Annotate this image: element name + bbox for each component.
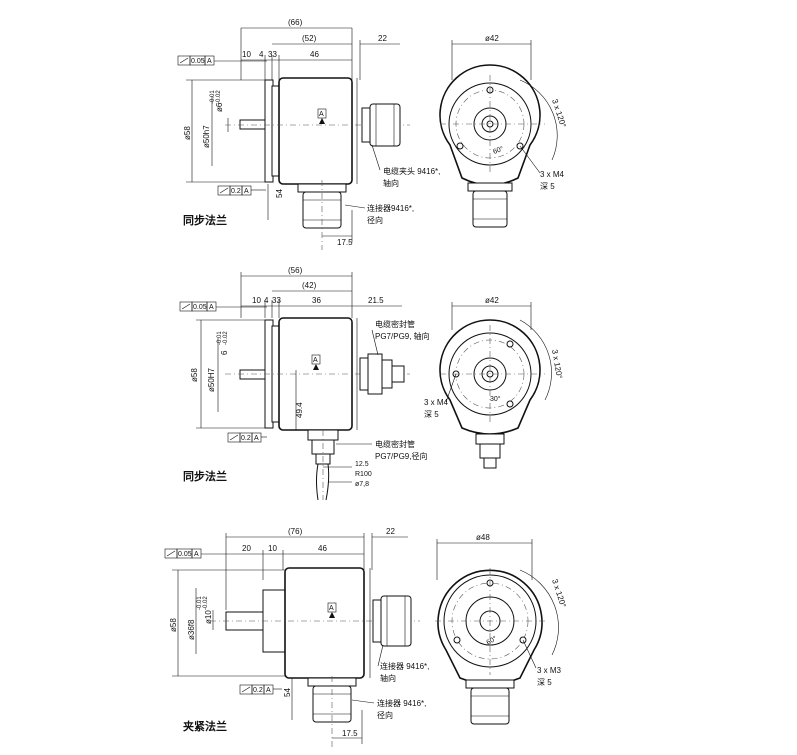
v3-front-angle60: 60° <box>485 634 498 646</box>
svg-text:A: A <box>313 357 318 364</box>
v2-dim-78: ø7,8 <box>355 481 369 488</box>
v1-dim-overall: (66) <box>288 18 303 27</box>
v1-dim-46: 46 <box>310 50 319 59</box>
v1-front-depth: 深 5 <box>540 182 555 191</box>
v1-tol-top: 0.05 A <box>177 55 267 66</box>
svg-text:0.05: 0.05 <box>178 551 192 558</box>
v2-dim-50: ø50H7 <box>207 367 216 392</box>
v1-dim-54: 54 <box>275 189 284 198</box>
svg-text:0.2: 0.2 <box>253 687 263 694</box>
v1-front-dia42: ø42 <box>485 34 499 43</box>
v3-tol-top: 0.05 A <box>164 548 226 559</box>
v3-dim-10: 10 <box>268 544 277 553</box>
v2-dim-6: 6 <box>220 350 229 355</box>
v2-dim-215: 21.5 <box>368 296 384 305</box>
svg-text:0.2: 0.2 <box>231 188 241 195</box>
v2-dim-10: 10 <box>252 296 261 305</box>
v3-note-connector: 连接器 9416*, <box>380 661 429 671</box>
v1-dim-body: (52) <box>302 34 317 43</box>
v2-front-thread: 3 x M4 <box>424 398 449 407</box>
svg-text:-0.02: -0.02 <box>203 596 209 610</box>
view-2-side: (56) (42) 10 4 33 36 21.5 0.05 A 0.2 A <box>179 266 430 501</box>
v2-front-angle120: 3 x 120° <box>550 349 564 380</box>
v1-front-angle60: 60° <box>492 145 505 156</box>
v2-caption: 同步法兰 <box>183 469 227 483</box>
v3-caption: 夹紧法兰 <box>183 719 227 733</box>
v3-dim-22: 22 <box>386 527 395 536</box>
svg-text:A: A <box>266 687 271 694</box>
v3-note-radial: 连接器 9416*, <box>377 698 426 708</box>
svg-text:A: A <box>329 605 334 612</box>
v3-front-thread: 3 x M3 <box>537 666 562 675</box>
v3-dim-175: 17.5 <box>342 729 358 738</box>
v1-dim-6: ø6 <box>215 102 224 112</box>
v1-dim-58: ø58 <box>183 126 192 140</box>
v2-dim-58: ø58 <box>190 368 199 382</box>
svg-text:A: A <box>244 188 249 195</box>
v2-dim-36: 36 <box>312 296 321 305</box>
v3-front-depth: 深 5 <box>537 678 552 687</box>
svg-text:0.05: 0.05 <box>193 304 207 311</box>
v3-dim-overall: (76) <box>288 527 303 536</box>
v3-dim-58: ø58 <box>169 618 178 632</box>
v2-dim-body: (42) <box>302 281 317 290</box>
v1-dim-50: ø50h7 <box>202 125 211 148</box>
v1-dim-10: 10 <box>242 50 251 59</box>
view-3-side: (76) 20 10 46 22 0.05 A 0.2 A ø58 <box>164 527 429 750</box>
v2-note-gland: 电缆密封管 <box>375 319 415 329</box>
v2-tol-bottom: 0.2 A <box>227 432 267 443</box>
v2-note-gland-sub: PG7/PG9, 轴向 <box>375 331 430 341</box>
v2-dim-4: 4 <box>264 296 269 305</box>
v3-dim-10b: ø10 <box>204 610 213 624</box>
v1-dim-175: 17.5 <box>337 238 353 247</box>
v3-dim-36: ø36f8 <box>187 619 196 640</box>
svg-text:-0.02: -0.02 <box>216 90 222 104</box>
svg-text:A: A <box>209 304 214 311</box>
v1-tol-bottom: 0.2 A <box>217 185 266 196</box>
svg-text:-0.01: -0.01 <box>217 331 223 345</box>
v2-dim-r100: R100 <box>355 471 372 478</box>
v3-front-angle120: 3 x 120° <box>550 578 568 609</box>
svg-text:-0.01: -0.01 <box>197 596 203 610</box>
v2-tol-top: 0.05 A <box>179 301 267 312</box>
v2-note-gland2: 电缆密封管 <box>375 439 415 449</box>
v2-dim-494: 49.4 <box>295 402 304 418</box>
v1-note-radial: 连接器9416*, <box>367 203 414 213</box>
v2-front-angle30: 30° <box>490 395 501 403</box>
v3-note-radial-sub: 径向 <box>377 710 393 720</box>
v2-dim-33: 33 <box>272 296 281 305</box>
v1-dim-4: 4 <box>259 50 264 59</box>
v1-front-thread: 3 x M4 <box>540 170 565 179</box>
view-3-front: ø48 3 x 120° 60° 3 x M3 深 5 <box>435 533 568 725</box>
svg-text:A: A <box>254 435 259 442</box>
v2-note-gland2-sub: PG7/PG9,径向 <box>375 451 427 461</box>
v3-front-dia48: ø48 <box>476 533 490 542</box>
v1-note-connector-sub: 轴向 <box>383 178 399 188</box>
v2-front-dia42: ø42 <box>485 296 499 305</box>
v2-dim-overall: (56) <box>288 266 303 275</box>
view-1-side: (66) (52) 10 4 33 46 22 0.05 A 0.2 <box>177 18 440 250</box>
v1-dim-22: 22 <box>378 34 387 43</box>
svg-text:0.2: 0.2 <box>241 435 251 442</box>
svg-text:A: A <box>319 111 324 118</box>
v3-dim-46: 46 <box>318 544 327 553</box>
v3-dim-20: 20 <box>242 544 251 553</box>
svg-text:A: A <box>207 58 212 65</box>
v3-dim-54: 54 <box>283 688 292 697</box>
v1-note-connector: 电缆夹头 9416*, <box>383 166 440 176</box>
svg-text:0.05: 0.05 <box>191 58 205 65</box>
v1-note-radial-sub: 径向 <box>367 215 383 225</box>
v2-dim-125: 12.5 <box>355 461 369 468</box>
svg-text:A: A <box>194 551 199 558</box>
v1-caption: 同步法兰 <box>183 213 227 227</box>
v3-tol-bottom: 0.2 A <box>239 684 282 695</box>
svg-text:-0.01: -0.01 <box>210 90 216 104</box>
v2-front-depth: 深 5 <box>424 410 439 419</box>
v1-dim-33: 33 <box>268 50 277 59</box>
view-1-front: ø42 3 x 120° 60° 3 x M4 深 5 <box>439 34 568 228</box>
view-2-front: ø42 3 x 120° 30° 3 x M4 深 5 <box>424 296 564 469</box>
svg-text:-0.02: -0.02 <box>223 331 229 345</box>
v3-note-connector-sub: 轴向 <box>380 673 396 683</box>
